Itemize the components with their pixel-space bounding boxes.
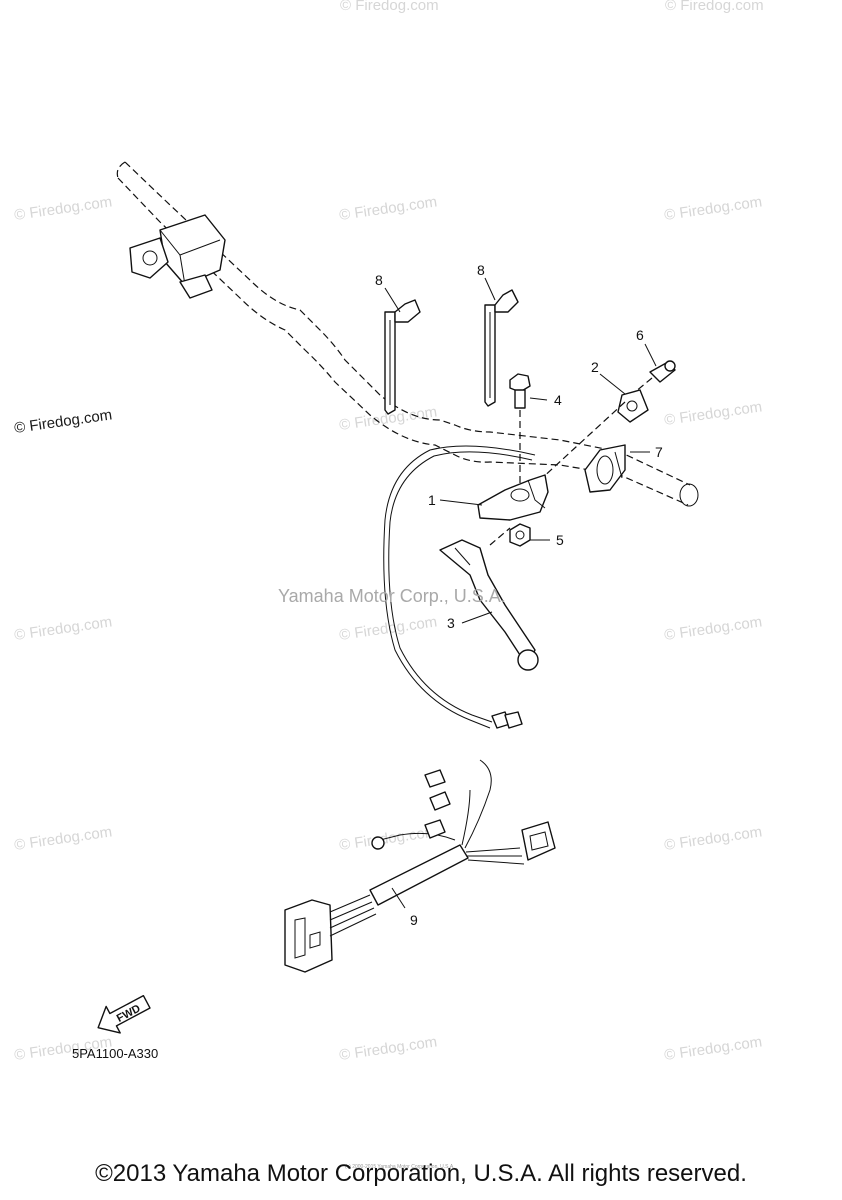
watermark: © Firedog.com <box>13 613 113 644</box>
fwd-label: FWD <box>115 1003 143 1025</box>
callout-3: 3 <box>447 615 455 631</box>
watermark: © Firedog.com <box>663 1033 763 1064</box>
watermark: © Firedog.com <box>338 823 438 854</box>
cable-tie-left <box>384 299 421 415</box>
handlebar <box>116 161 699 507</box>
watermark: © Firedog.com <box>340 0 439 14</box>
center-watermark: Yamaha Motor Corp., U.S.A. <box>278 586 506 606</box>
callout-5: 5 <box>556 532 564 548</box>
cable-tie-right <box>484 289 519 407</box>
callout-8a: 8 <box>375 272 383 288</box>
watermark: © Firedog.com <box>665 0 764 14</box>
small-copyright: (c) 2000-2015 Yamaha Motor Corporation, … <box>345 1164 455 1170</box>
wire-harness <box>284 759 556 973</box>
callout-7: 7 <box>655 444 663 460</box>
watermark: © Firedog.com <box>13 406 113 437</box>
callout-9: 9 <box>410 912 418 928</box>
switch-cable <box>383 445 536 729</box>
callout-numbers: 8 8 4 2 6 7 1 5 3 9 <box>375 262 663 928</box>
callout-2: 2 <box>591 359 599 375</box>
watermark: © Firedog.com <box>663 193 763 224</box>
bolt <box>509 373 531 490</box>
callout-1: 1 <box>428 492 436 508</box>
watermark: © Firedog.com <box>663 823 763 854</box>
watermark: © Firedog.com <box>338 193 438 224</box>
footer-copyright: ©2013 Yamaha Motor Corporation, U.S.A. A… <box>95 1160 747 1187</box>
diagram-code: 5PA1100-A330 <box>72 1046 158 1061</box>
lever-clamp <box>539 389 649 481</box>
watermark-grid: © Firedog.com © Firedog.com © Firedog.co… <box>13 0 763 1064</box>
watermark: © Firedog.com <box>13 823 113 854</box>
callout-leaders <box>384 277 657 909</box>
callout-8b: 8 <box>477 262 485 278</box>
watermark: © Firedog.com <box>338 1033 438 1064</box>
nut <box>509 523 531 547</box>
fwd-arrow: FWD <box>97 994 151 1034</box>
callout-6: 6 <box>636 327 644 343</box>
screw <box>634 360 676 393</box>
left-switch-housing <box>129 214 226 299</box>
watermark: © Firedog.com <box>13 193 113 224</box>
watermark: © Firedog.com <box>663 398 763 429</box>
throttle-grip <box>584 444 626 493</box>
lever <box>439 527 539 671</box>
callout-4: 4 <box>554 392 562 408</box>
lever-holder <box>477 474 549 521</box>
watermark: © Firedog.com <box>663 613 763 644</box>
